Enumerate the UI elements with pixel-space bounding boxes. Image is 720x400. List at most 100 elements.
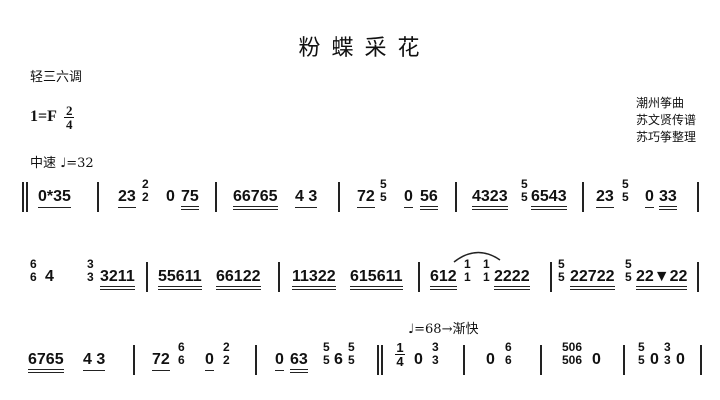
- note-group: 0: [486, 351, 495, 368]
- credit-genre: 潮州筝曲: [636, 96, 685, 110]
- note-group: 0: [676, 351, 685, 368]
- note-group: 0*35: [38, 189, 71, 208]
- stacked-note-top: 5: [558, 257, 565, 271]
- stacked-note-top: 2: [142, 177, 149, 191]
- credits: 潮州筝曲 苏文贤传谱 苏巧筝整理: [636, 95, 696, 146]
- credit-arranger: 苏巧筝整理: [636, 130, 697, 144]
- stacked-note-top: 1: [396, 340, 404, 355]
- stacked-note-bottom: 1: [483, 270, 490, 284]
- stacked-note-top: 5: [622, 177, 629, 191]
- stacked-note-top: 3: [432, 340, 439, 354]
- note-group: 0: [645, 189, 654, 208]
- stacked-note-top: 5: [625, 257, 632, 271]
- note-group: 0: [650, 351, 659, 368]
- note-group: 0: [275, 352, 284, 371]
- stacked-note-top: 6: [30, 257, 37, 271]
- bar-line: [697, 262, 699, 292]
- stacked-note-top: 2: [223, 340, 230, 354]
- stacked-note-bottom: 3: [664, 353, 671, 367]
- stacked-note-bottom: 5: [625, 270, 632, 284]
- note-group: 66122: [216, 269, 261, 290]
- stacked-note-top: 3: [664, 340, 671, 354]
- time-sig-bottom: 4: [66, 117, 73, 132]
- bar-line: [97, 182, 99, 212]
- stacked-note-top: 5: [348, 340, 355, 354]
- note-group: 11322: [292, 269, 336, 290]
- stacked-note-top: 506: [562, 340, 583, 354]
- note-group: 56: [420, 189, 438, 210]
- note-group: 23: [118, 189, 136, 208]
- key-label: 1=F: [30, 108, 57, 126]
- double-bar-line: [377, 345, 383, 375]
- stacked-note-top: 6: [505, 340, 512, 354]
- stacked-note-bottom: 5: [638, 353, 645, 367]
- tempo-marking: 中速 ♩=32: [30, 156, 94, 171]
- stacked-note-top: 1: [464, 257, 471, 271]
- note-group: 23: [596, 189, 614, 208]
- bar-line: [697, 182, 699, 212]
- note-group: 72: [152, 352, 170, 371]
- bar-line: [455, 182, 457, 212]
- bar-line: [255, 345, 257, 375]
- time-signature: 2 4: [64, 104, 75, 132]
- note-group: 0: [205, 352, 214, 371]
- double-bar-line: [22, 182, 28, 212]
- stacked-note-bottom: 2: [142, 190, 149, 204]
- page-title: 粉 蝶 采 花: [298, 36, 422, 61]
- note-group: 22722: [570, 269, 615, 290]
- key-signature: 1=F 2 4: [30, 104, 75, 132]
- stacked-note-bottom: 5: [348, 353, 355, 367]
- stacked-note-bottom: 3: [432, 353, 439, 367]
- bar-line: [550, 262, 552, 292]
- bar-line: [133, 345, 135, 375]
- bar-line: [623, 345, 625, 375]
- note-group: 22▼22: [636, 269, 688, 290]
- bar-line: [418, 262, 420, 292]
- slur-mark: [453, 251, 501, 263]
- stacked-note-bottom: 1: [464, 270, 471, 284]
- note-group: 612: [430, 269, 457, 290]
- credit-transmitter: 苏文贤传谱: [636, 113, 697, 127]
- stacked-note-bottom: 5: [558, 270, 565, 284]
- note-group: 72: [357, 189, 375, 208]
- bar-line: [215, 182, 217, 212]
- stacked-note-bottom: 5: [323, 353, 330, 367]
- note-group: 4 3: [295, 189, 318, 208]
- note-group: 0: [166, 188, 175, 205]
- note-group: 6: [334, 351, 343, 368]
- bar-line: [338, 182, 340, 212]
- stacked-note-bottom: 5: [521, 190, 528, 204]
- stacked-note-top: 5: [323, 340, 330, 354]
- stacked-note-bottom: 5: [622, 190, 629, 204]
- stacked-note-top: 6: [178, 340, 185, 354]
- bar-line: [463, 345, 465, 375]
- bar-line: [700, 345, 702, 375]
- stacked-note-bottom: 2: [223, 353, 230, 367]
- stacked-note-bottom: 4: [396, 354, 404, 369]
- bar-line: [278, 262, 280, 292]
- note-group: 3211: [100, 269, 135, 290]
- stacked-note-bottom: 3: [87, 270, 94, 284]
- note-group: 75: [181, 189, 199, 210]
- stacked-note-bottom: 6: [505, 353, 512, 367]
- stacked-note-top: 5: [638, 340, 645, 354]
- stacked-note-top: 5: [521, 177, 528, 191]
- note-group: 6543: [531, 189, 567, 210]
- note-group: 4323: [472, 189, 508, 210]
